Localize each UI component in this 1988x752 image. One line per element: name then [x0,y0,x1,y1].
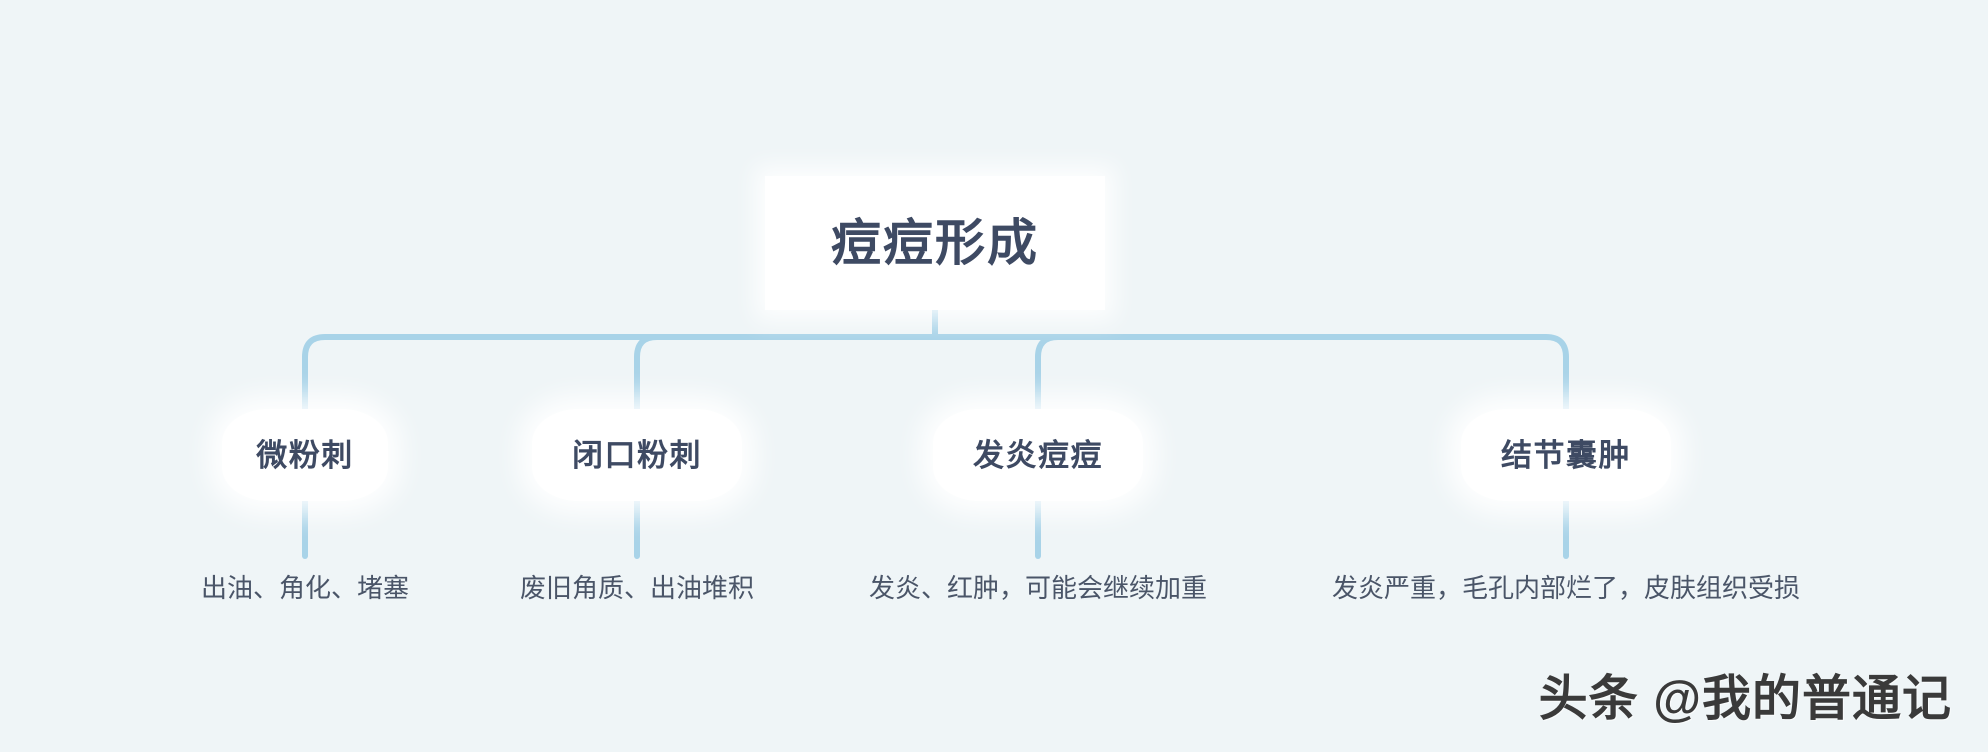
branch-node-1[interactable]: 微粉刺 [222,409,388,501]
connector-drop-2 [634,334,660,412]
connector-horizontal-bar [302,334,1569,412]
leaf-text-4: 发炎严重，毛孔内部烂了，皮肤组织受损 [1331,573,1801,603]
branch-node-2[interactable]: 闭口粉刺 [532,409,742,501]
branch-node-1-label: 微粉刺 [256,437,354,473]
watermark: 头条 @我的普通记 [1538,672,1952,726]
branch-node-3-label: 发炎痘痘 [973,437,1103,473]
connector-drop-3 [1035,334,1061,412]
leaf-text-2: 废旧角质、出油堆积 [519,573,755,603]
branch-node-4[interactable]: 结节囊肿 [1461,409,1671,501]
branch-node-3[interactable]: 发炎痘痘 [933,409,1143,501]
root-node-label: 痘痘形成 [831,215,1039,271]
root-node[interactable]: 痘痘形成 [765,176,1105,310]
leaf-text-3: 发炎、红肿，可能会继续加重 [868,573,1208,603]
leaf-text-1: 出油、角化、堵塞 [200,573,410,603]
branch-node-4-label: 结节囊肿 [1501,437,1631,473]
branch-node-2-label: 闭口粉刺 [572,437,702,473]
